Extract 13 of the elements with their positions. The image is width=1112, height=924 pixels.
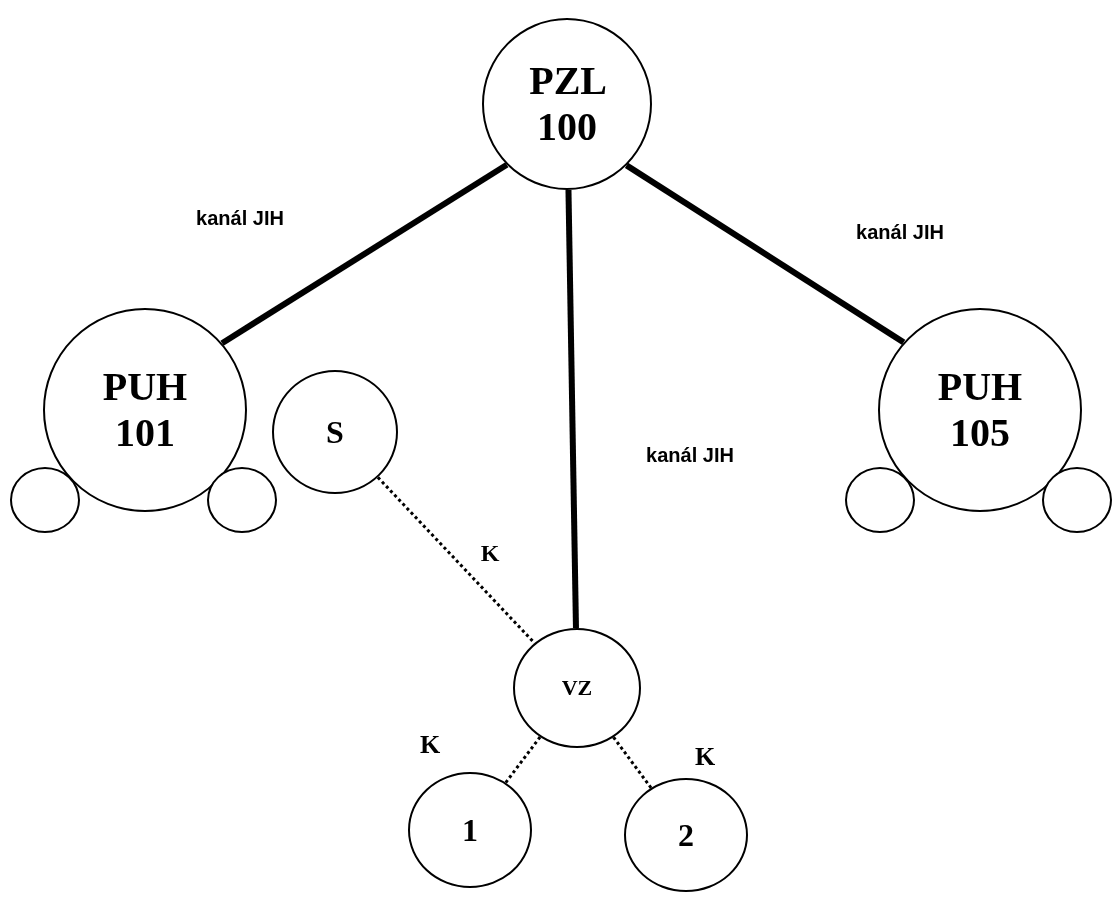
node-label: 1 [462,811,478,849]
node-label: VZ [561,675,593,701]
connector-line [220,162,509,346]
dotted-line [376,476,536,645]
dotted-line [504,736,542,784]
node-label: PZL 100 [529,58,605,150]
node-label: PUH 105 [937,364,1023,456]
node-label: 2 [678,816,694,854]
connector-line [624,162,906,345]
node-label: S [326,413,344,451]
dotted-line [612,736,653,789]
connector-line [565,189,579,629]
node-label: PUH 101 [102,364,188,456]
